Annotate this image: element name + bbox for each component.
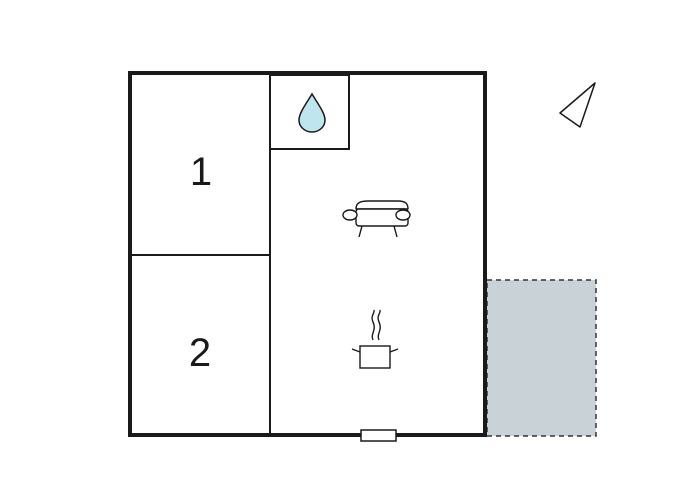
room-1-label: 1	[190, 150, 212, 194]
entrance-door	[360, 429, 397, 442]
north-arrow-icon	[559, 82, 596, 128]
kitchen-cooking-pot-icon	[351, 309, 399, 369]
living-room-sofa-icon	[342, 200, 411, 238]
terrace	[486, 279, 597, 437]
bathroom	[269, 74, 350, 150]
room-2-label: 2	[189, 331, 211, 375]
bathroom-water-drop-icon	[298, 92, 326, 133]
